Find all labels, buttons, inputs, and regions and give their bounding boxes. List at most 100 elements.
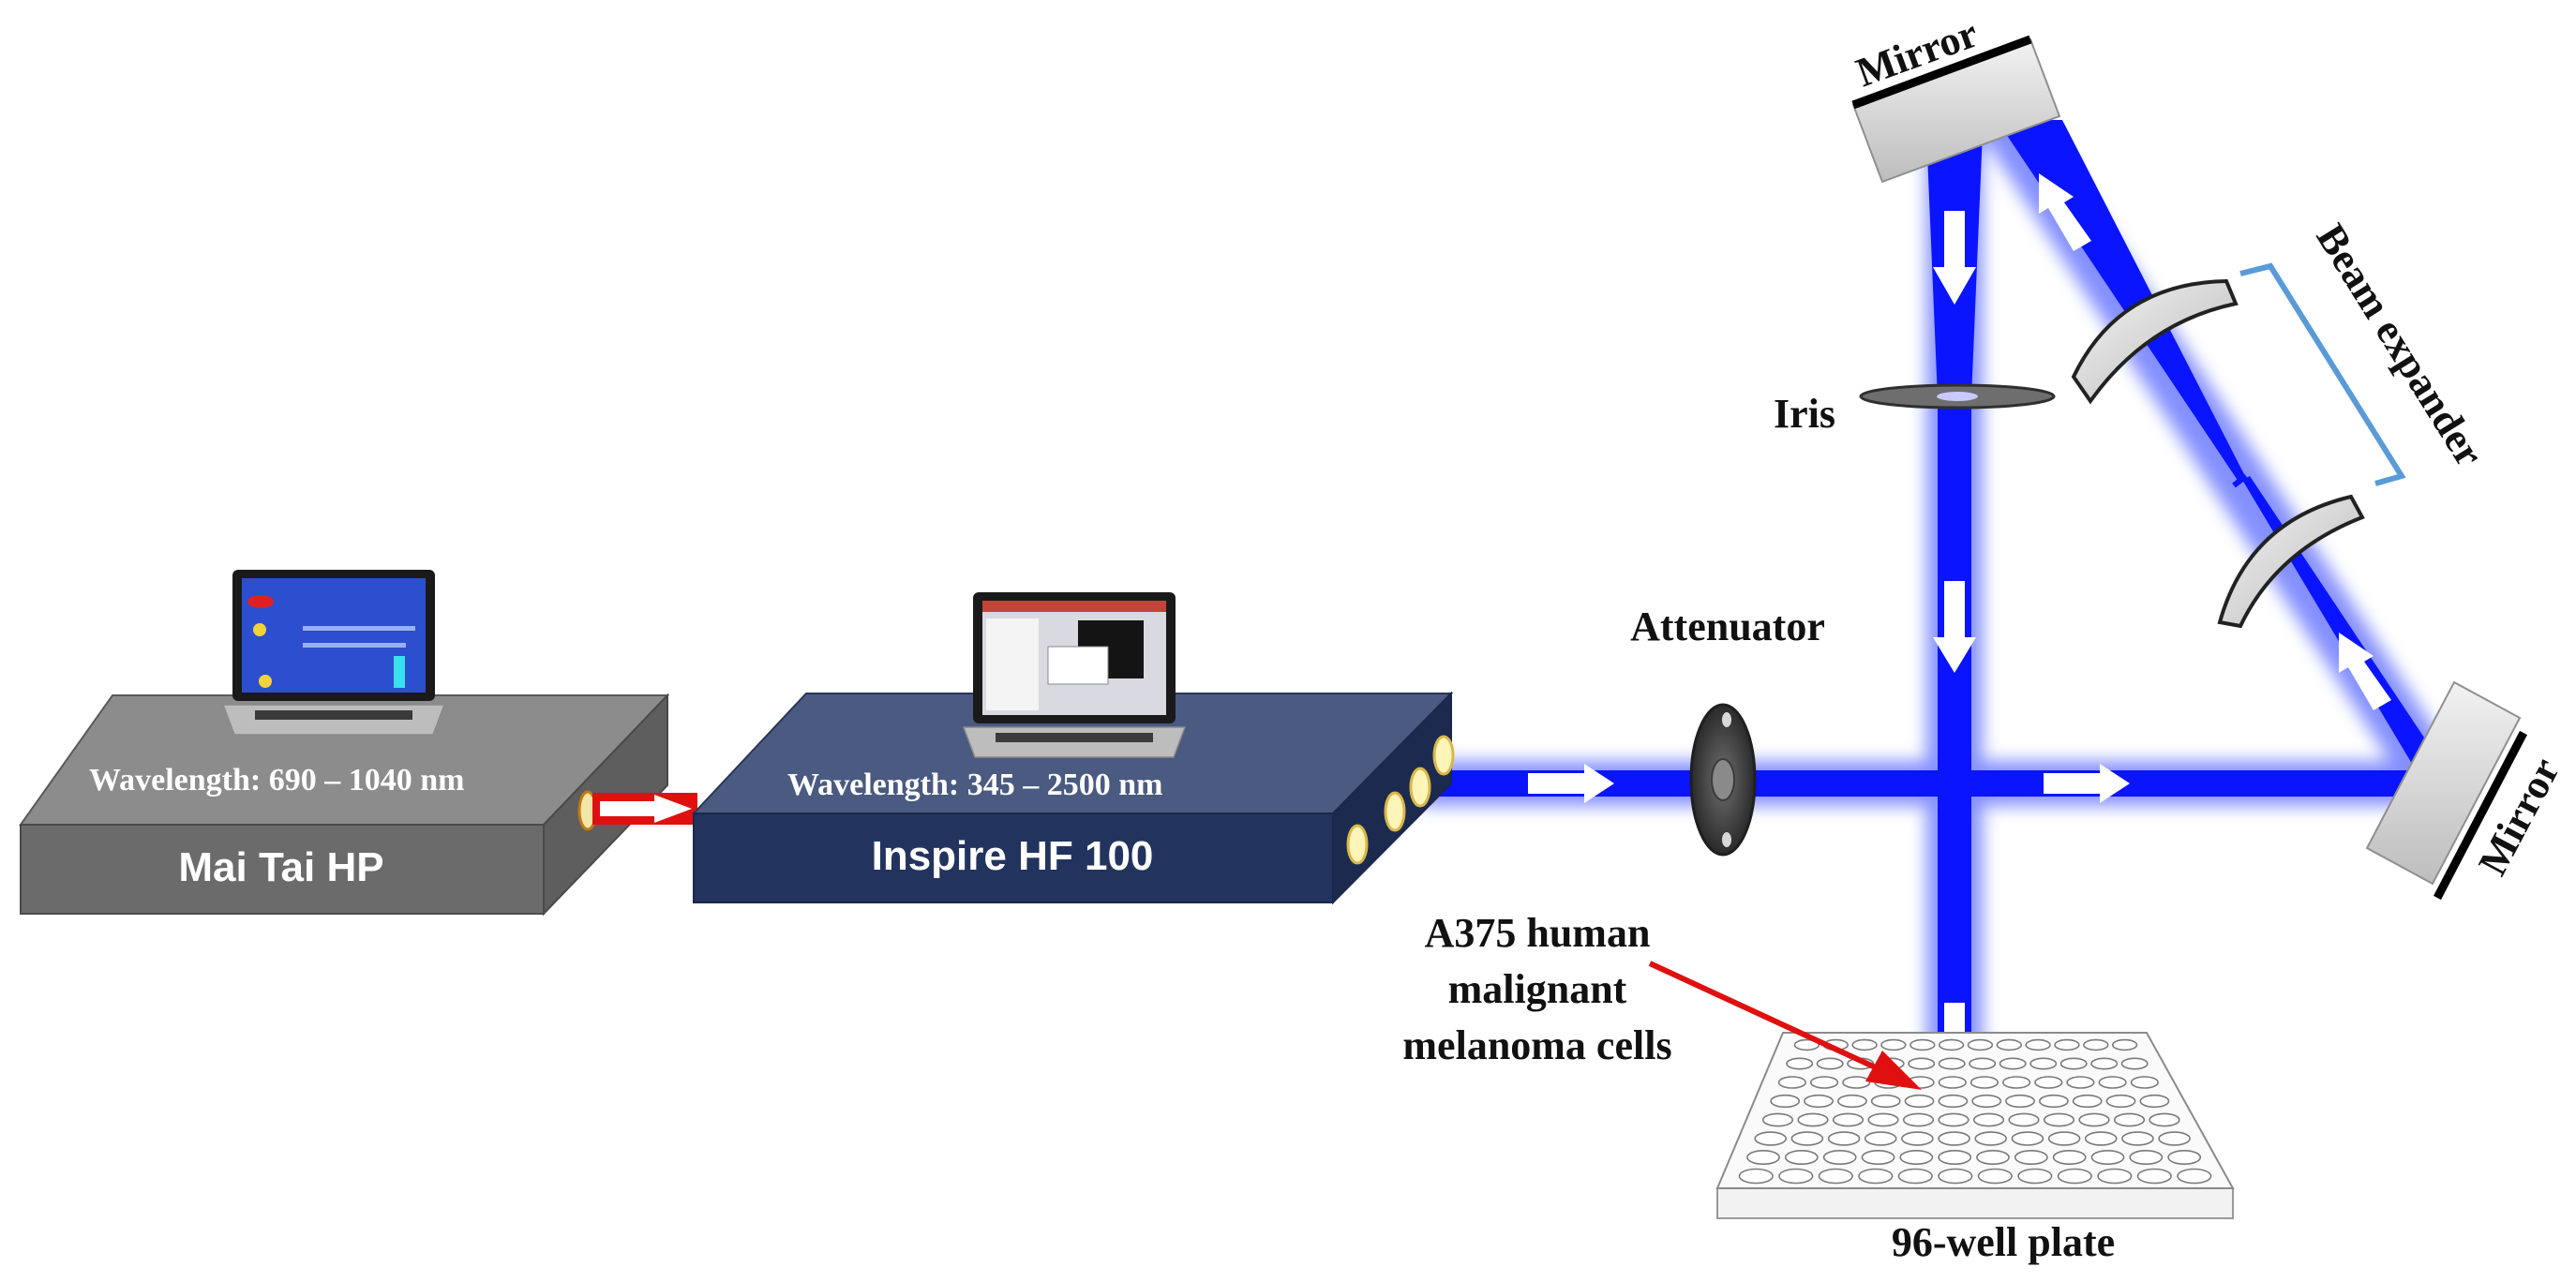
arrow-right-2 bbox=[2044, 764, 2130, 803]
well bbox=[1818, 1168, 1853, 1185]
expander-bracket bbox=[2239, 262, 2406, 486]
well bbox=[2034, 1076, 2063, 1089]
well bbox=[1897, 1168, 1933, 1185]
well bbox=[1746, 1150, 1780, 1166]
well bbox=[2014, 1150, 2048, 1166]
well bbox=[1851, 1038, 1878, 1051]
well bbox=[2090, 1150, 2125, 1166]
well bbox=[1908, 1057, 1936, 1070]
annotation-red-arrow bbox=[1648, 961, 1922, 1090]
well bbox=[2158, 1131, 2191, 1146]
well bbox=[2052, 1150, 2087, 1166]
iris-label: Iris bbox=[1774, 391, 1835, 437]
mirror-top bbox=[1851, 35, 2061, 184]
well bbox=[1770, 1094, 1801, 1109]
well bbox=[1938, 1076, 1967, 1089]
laser1-name-label: Mai Tai HP bbox=[178, 844, 383, 890]
laptop2-keys bbox=[996, 733, 1153, 742]
well bbox=[2136, 1168, 2172, 1185]
plate-top bbox=[1715, 1032, 2235, 1189]
well bbox=[1858, 1168, 1894, 1185]
well bbox=[1754, 1131, 1787, 1146]
laptop1-screen-dial-1 bbox=[253, 623, 266, 636]
well bbox=[2066, 1076, 2095, 1089]
well bbox=[2090, 1057, 2119, 1070]
well bbox=[2011, 1131, 2044, 1146]
plate-base bbox=[1716, 1187, 2234, 1219]
attenuator bbox=[1689, 703, 1757, 857]
well bbox=[2083, 1038, 2109, 1051]
well bbox=[1910, 1038, 1936, 1051]
well bbox=[2059, 1057, 2088, 1070]
laptop1-screen-bar bbox=[394, 656, 405, 688]
well bbox=[1938, 1168, 1973, 1185]
annotation-line-2: malignant bbox=[1448, 966, 1627, 1012]
mirror-right bbox=[2365, 680, 2527, 901]
well bbox=[1861, 1150, 1895, 1166]
laptop2-screen-panel bbox=[986, 619, 1039, 710]
laser2-wavelength-label: Wavelength: 345 – 2500 nm bbox=[787, 768, 1162, 802]
attenuator-tick-1 bbox=[1722, 712, 1731, 727]
beam-expander-label: Beam expander bbox=[2307, 216, 2493, 474]
well bbox=[1864, 1131, 1897, 1146]
laptop1-screen-dial-2 bbox=[259, 675, 272, 688]
well bbox=[2072, 1094, 2103, 1109]
red-arrow-head bbox=[1865, 1051, 1922, 1090]
well bbox=[2054, 1038, 2080, 1051]
well bbox=[1842, 1076, 1871, 1089]
well bbox=[1938, 1150, 1972, 1166]
well bbox=[1967, 1038, 1994, 1051]
well bbox=[1738, 1168, 1774, 1185]
well bbox=[2005, 1094, 2035, 1109]
attenuator-center bbox=[1711, 758, 1735, 801]
laser1-wavelength-label: Wavelength: 690 – 1040 nm bbox=[89, 763, 464, 798]
laptop1-screen-bar-3 bbox=[303, 643, 406, 648]
laptop2-screen-header bbox=[982, 601, 1166, 612]
iris-aperture bbox=[1937, 392, 1978, 401]
well bbox=[1761, 1112, 1794, 1127]
well bbox=[1938, 1131, 1970, 1146]
expander-lens-lower bbox=[2217, 494, 2365, 629]
arrow-down-1 bbox=[1933, 211, 1976, 305]
annotation-line-1: A375 human bbox=[1425, 910, 1651, 956]
laptop1-screen-red-button bbox=[247, 595, 274, 608]
well bbox=[1777, 1076, 1806, 1089]
well bbox=[2097, 1168, 2133, 1185]
well bbox=[1867, 1112, 1899, 1127]
well bbox=[2057, 1168, 2092, 1185]
well bbox=[1904, 1094, 1935, 1109]
well bbox=[2002, 1076, 2031, 1089]
well-plate bbox=[1715, 1032, 2235, 1219]
well bbox=[1790, 1131, 1824, 1146]
well bbox=[1870, 1094, 1901, 1109]
well bbox=[1969, 1076, 1999, 1089]
mirror-right-surface bbox=[2434, 730, 2527, 901]
well bbox=[1938, 1057, 1966, 1070]
well bbox=[1837, 1094, 1867, 1109]
well bbox=[1902, 1112, 1935, 1127]
mirror-right-body bbox=[2365, 680, 2522, 886]
well bbox=[1974, 1131, 2007, 1146]
laptop-1 bbox=[221, 570, 446, 736]
well bbox=[2167, 1150, 2202, 1166]
well bbox=[2177, 1168, 2212, 1185]
well bbox=[2008, 1112, 2040, 1127]
well bbox=[2113, 1112, 2146, 1127]
arrow-down-2 bbox=[1933, 581, 1976, 673]
well bbox=[1972, 1112, 2005, 1127]
well bbox=[1976, 1150, 2010, 1166]
well bbox=[1938, 1038, 1965, 1051]
well bbox=[2038, 1094, 2069, 1109]
arrow-up-diagonal-1 bbox=[2039, 173, 2091, 251]
well bbox=[1786, 1057, 1814, 1070]
attenuator-tick-2 bbox=[1722, 832, 1731, 847]
mirror-top-surface bbox=[1851, 35, 2032, 110]
well bbox=[2149, 1112, 2180, 1127]
well bbox=[1816, 1057, 1844, 1070]
laptop2-screen-dialog bbox=[1047, 646, 1109, 685]
well bbox=[1901, 1131, 1934, 1146]
well bbox=[2129, 1150, 2164, 1166]
well bbox=[2120, 1057, 2149, 1070]
well bbox=[1899, 1150, 1934, 1166]
